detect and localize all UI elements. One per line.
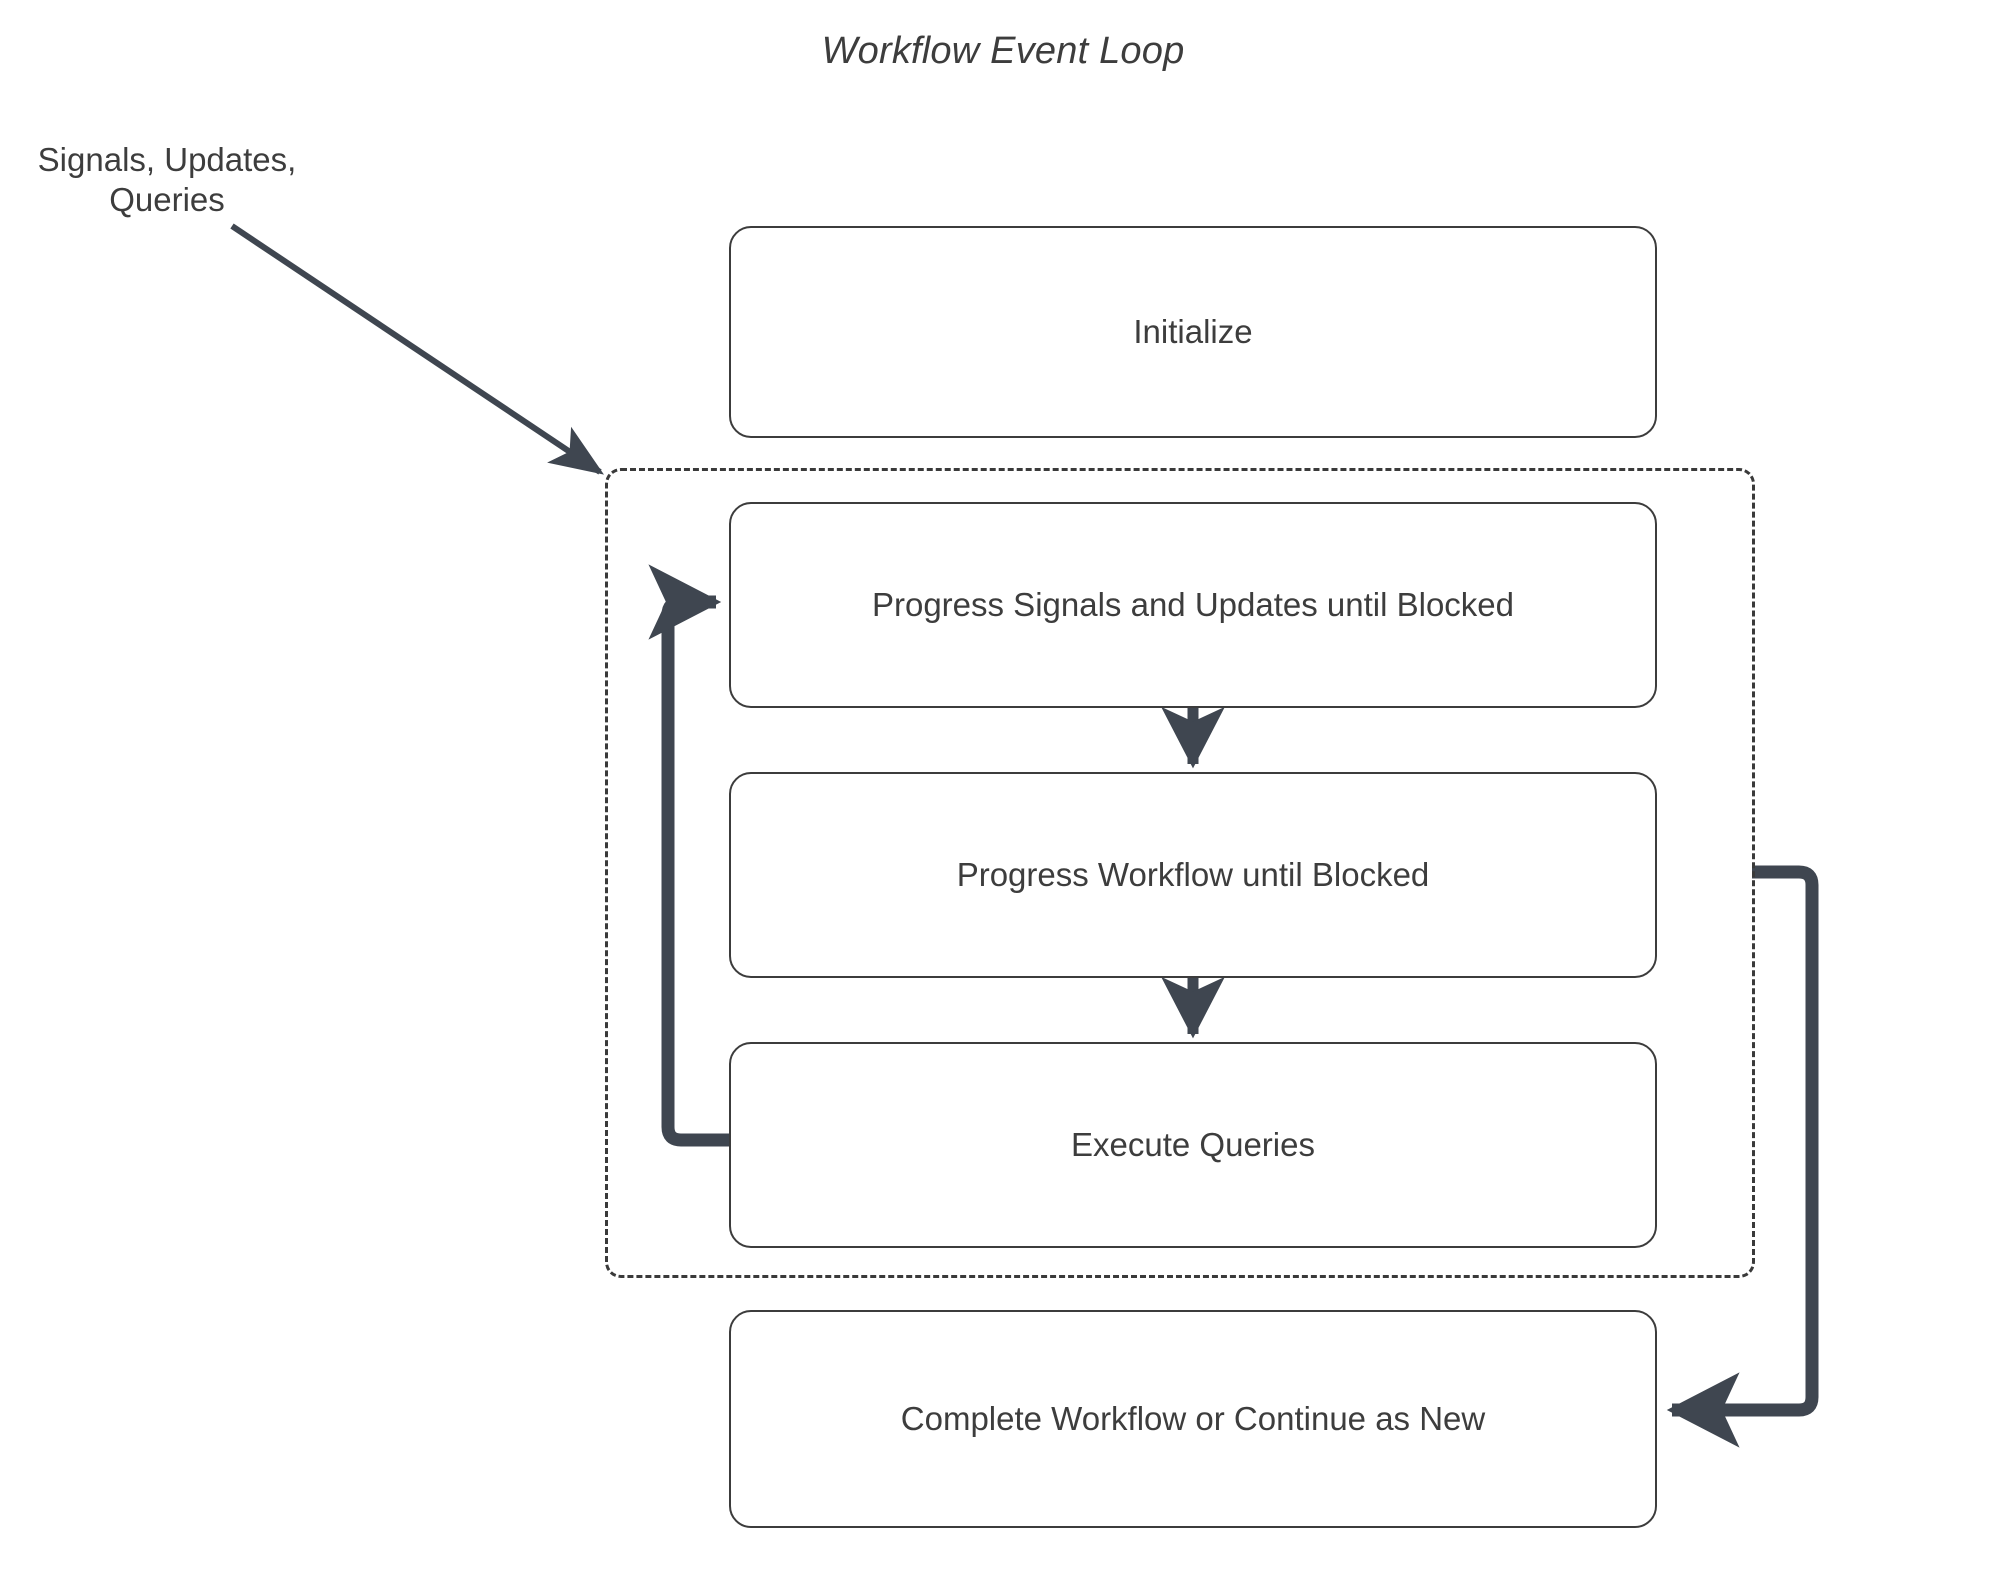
event-loop-group xyxy=(605,468,1755,1278)
node-initialize-label: Initialize xyxy=(1133,313,1253,351)
external-input-label: Signals, Updates,Queries xyxy=(37,141,297,219)
page-title: Workflow Event Loop xyxy=(821,30,1185,72)
node-progress-signals-updates[interactable]: Progress Signals and Updates until Block… xyxy=(729,502,1657,708)
node-complete-workflow[interactable]: Complete Workflow or Continue as New xyxy=(729,1310,1657,1528)
node-execute-queries[interactable]: Execute Queries xyxy=(729,1042,1657,1248)
node-progress-signals-updates-label: Progress Signals and Updates until Block… xyxy=(871,586,1515,624)
node-complete-workflow-label: Complete Workflow or Continue as New xyxy=(900,1400,1486,1438)
node-progress-workflow-label: Progress Workflow until Blocked xyxy=(956,856,1430,894)
node-initialize[interactable]: Initialize xyxy=(729,226,1657,438)
edge-external-input-to-loop xyxy=(230,223,604,475)
node-progress-workflow[interactable]: Progress Workflow until Blocked xyxy=(729,772,1657,978)
node-execute-queries-label: Execute Queries xyxy=(1071,1126,1315,1164)
